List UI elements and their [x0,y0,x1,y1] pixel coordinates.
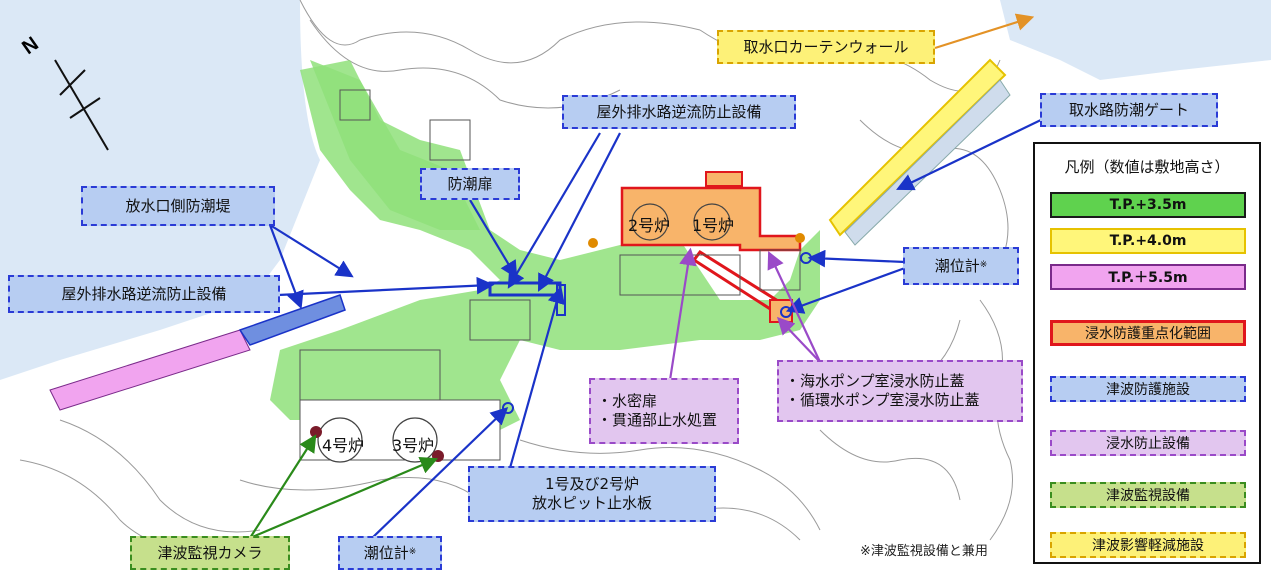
legend-item-3.5m: T.P.+3.5m [1050,192,1246,218]
reactor-label-1: 1号炉 [692,216,735,235]
legend-item-tsunami-protection: 津波防護施設 [1050,376,1246,402]
callout-tide-door: 防潮扉 [420,168,520,200]
callout-discharge-pit: 1号及び2号炉 放水ピット止水板 [468,466,716,522]
flood-protection-annex [705,171,743,187]
callout-intake-tide-gate: 取水路防潮ゲート [1040,93,1218,127]
legend-item-flood-protection: 浸水防護重点化範囲 [1050,320,1246,346]
callout-tide-gauge-bottom: 潮位計※ [338,536,442,570]
reactor-1-dome [693,203,731,241]
callout-intake-curtain-wall: 取水口カーテンウォール [717,30,935,64]
marker [588,238,598,248]
legend-title: 凡例（数値は敷地高さ） [1064,158,1230,176]
callout-watertight-door: ・水密扉 ・貫通部止水処置 [589,378,739,444]
callout-outdoor-drain-left: 屋外排水路逆流防止設備 [8,275,280,313]
intake-channel-4.0m [828,58,1007,237]
site-area-5.5m [49,329,251,411]
reactor-label-3: 3号炉 [392,436,435,455]
reactor-label-4: 4号炉 [322,436,365,455]
north-arrow-icon [54,59,109,151]
reactor-3-dome [392,417,438,463]
sea-area-right [1000,0,1271,80]
legend: 凡例（数値は敷地高さ） T.P.+3.5m T.P.+4.0m T.P.＋5.5… [1033,142,1261,564]
camera-marker [310,426,322,438]
legend-item-5.5m: T.P.＋5.5m [1050,264,1246,290]
outlet-seawall-structure [238,294,346,346]
legend-item-flood-prevention: 浸水防止設備 [1050,430,1246,456]
intake-channel [844,79,1011,246]
reactor-label-2: 2号炉 [628,216,671,235]
callout-outlet-seawall: 放水口側防潮堤 [81,186,275,226]
legend-item-tsunami-mitigation: 津波影響軽減施設 [1050,532,1246,558]
callout-tsunami-camera: 津波監視カメラ [130,536,290,570]
legend-item-4.0m: T.P.+4.0m [1050,228,1246,254]
marker [795,233,805,243]
building-outlines [299,89,801,401]
callout-arrows [249,13,1046,541]
reactor-4-dome [317,417,363,463]
callout-outdoor-drain-top: 屋外排水路逆流防止設備 [562,95,796,129]
callout-pump-cover: ・海水ポンプ室浸水防止蓋 ・循環水ポンプ室浸水防止蓋 [777,360,1023,422]
reactor-2-dome [631,203,669,241]
legend-item-tsunami-monitoring: 津波監視設備 [1050,482,1246,508]
site-area-3.5m [270,60,820,430]
callout-tide-gauge-right: 潮位計※ [903,247,1019,285]
footnote: ※津波監視設備と兼用 [860,544,988,559]
